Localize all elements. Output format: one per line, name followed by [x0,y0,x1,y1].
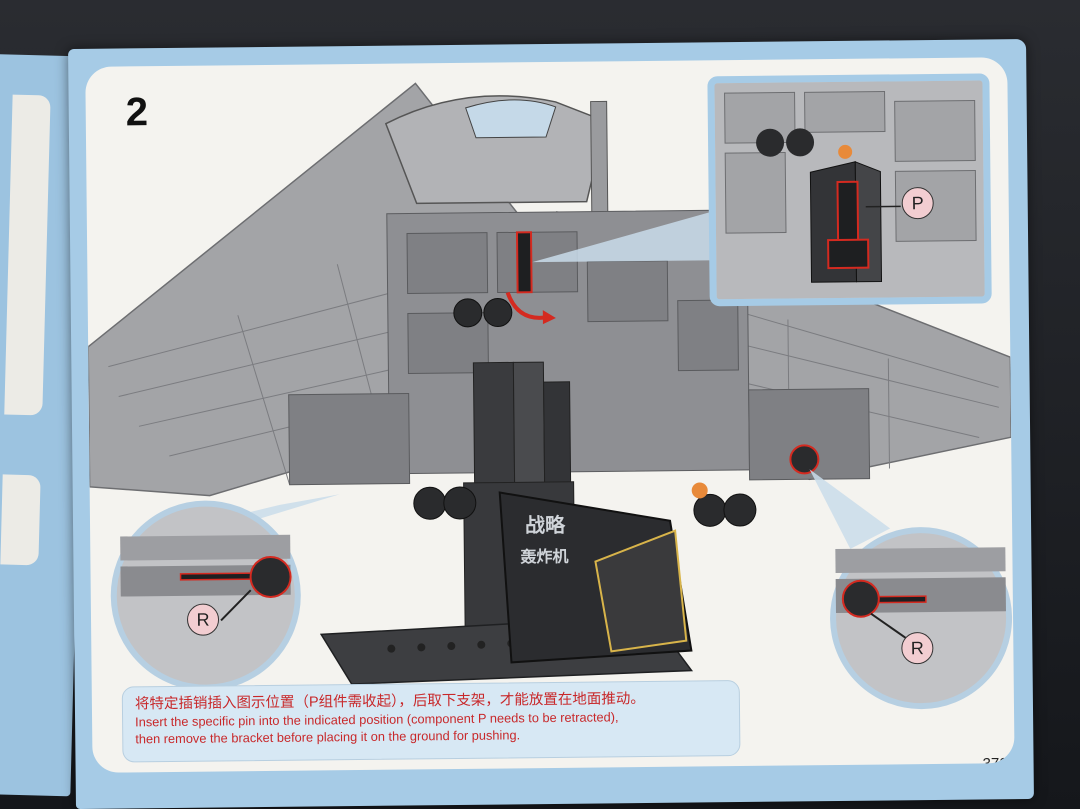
inset-pointer-top [532,210,718,263]
right-axle-highlight [789,444,820,475]
inset-pointer-right [809,469,891,549]
page-number: 370 [982,755,1008,773]
inset-left-axle [110,500,301,691]
step-number: 2 [125,90,149,135]
previous-page-panel-lower [0,474,41,566]
manual-page: 战略 轰炸机 [68,39,1034,809]
pin-label-p: P [901,186,934,220]
axle-label-r-left: R [186,603,220,636]
plate-title-text: 战略 [525,513,566,537]
orange-connector [691,482,708,499]
pin-part [515,231,533,294]
instruction-panel: 战略 轰炸机 [85,57,1015,773]
cockpit-canopy [465,99,557,139]
tail-fin [590,100,609,223]
rotation-arrowhead [542,310,556,325]
inset-top-pin-detail: P [707,73,992,307]
previous-page-panel [4,94,51,416]
pin-detail-illustration [714,80,985,300]
plate-subtitle-text: 轰炸机 [519,547,568,567]
landing-gear-wheels [413,298,757,527]
fuselage-panels [288,231,871,486]
plate-gold-artwork [594,529,688,653]
inset-right-axle [830,527,1013,710]
axle-label-r-right: R [901,632,934,665]
assembly-illustration: 战略 轰炸机 [87,82,1013,710]
instruction-caption: 将特定插销插入图示位置（P组件需收起），后取下支架，才能放置在地面推动。 Ins… [121,680,741,763]
